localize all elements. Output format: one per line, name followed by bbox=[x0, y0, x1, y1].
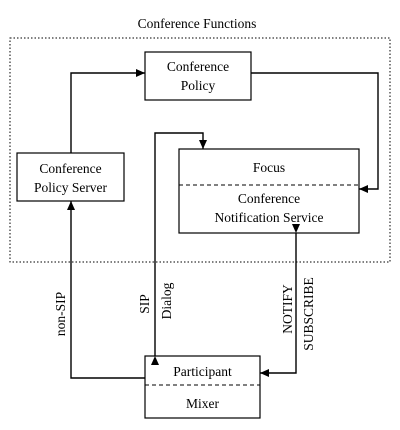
focus-label: Focus bbox=[253, 160, 285, 175]
subscribe-label: SUBSCRIBE bbox=[301, 277, 316, 351]
frame-border bbox=[9, 37, 391, 263]
sip-dialog-arrow bbox=[151, 132, 207, 365]
dialog-label: Dialog bbox=[159, 282, 174, 319]
mixer-label: Mixer bbox=[186, 396, 219, 411]
participant-label: Participant bbox=[173, 364, 232, 379]
server-to-policy-arrow bbox=[70, 69, 145, 153]
non-sip-label: non-SIP bbox=[53, 292, 68, 336]
notify-subscribe-arrow bbox=[260, 224, 300, 377]
focus-box: Focus Conference Notification Service bbox=[178, 148, 360, 234]
conference-policy-server-box: Conference Policy Server bbox=[16, 152, 125, 202]
frame-title: Conference Functions bbox=[138, 16, 257, 31]
notify-label: NOTIFY bbox=[280, 284, 295, 334]
notification-service-label-line1: Conference bbox=[238, 191, 300, 206]
conference-policy-label-line2: Policy bbox=[181, 78, 216, 93]
policy-to-focus-arrow bbox=[251, 72, 379, 193]
conference-policy-label-line1: Conference bbox=[167, 59, 229, 74]
conference-functions-frame: Conference Functions bbox=[9, 16, 391, 263]
conference-policy-box: Conference Policy bbox=[144, 51, 252, 101]
notification-service-label-line2: Notification Service bbox=[214, 210, 323, 225]
non-sip-arrow bbox=[67, 201, 145, 379]
policy-server-label-line2: Policy Server bbox=[34, 180, 108, 195]
policy-server-label-line1: Conference bbox=[39, 161, 101, 176]
sip-label: SIP bbox=[137, 294, 152, 314]
participant-box: Participant Mixer bbox=[144, 355, 261, 419]
